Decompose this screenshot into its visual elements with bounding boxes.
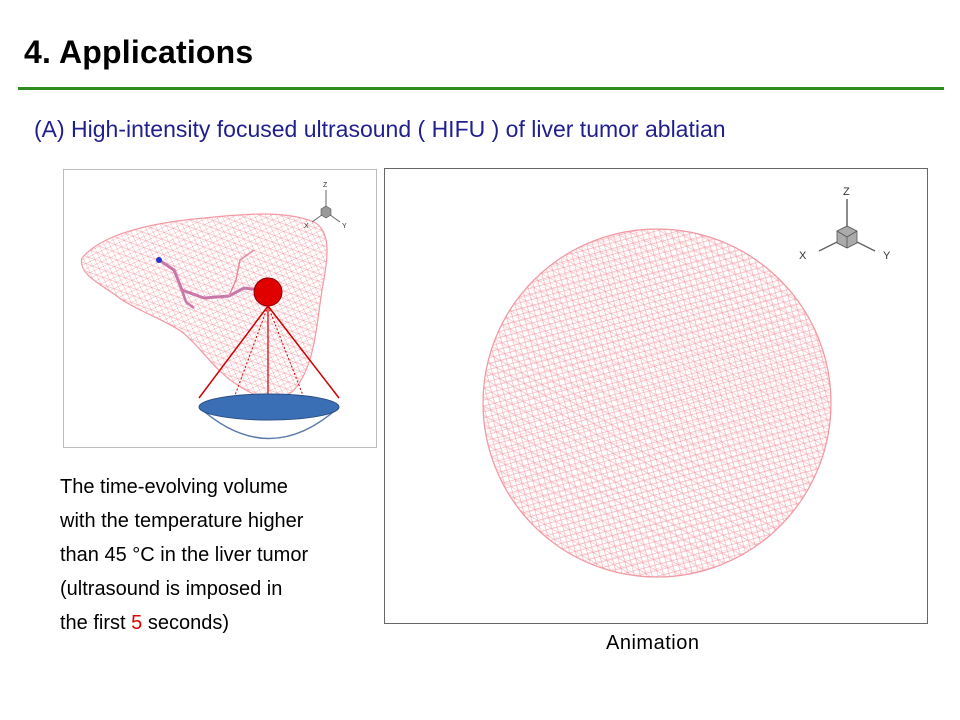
svg-text:Z: Z [323, 182, 328, 189]
svg-text:Z: Z [843, 186, 850, 198]
axis-triad-small: Z X Y [304, 182, 347, 230]
highlight-seconds: 5 [131, 612, 143, 634]
svg-text:X: X [304, 223, 309, 230]
tumor-sphere [253, 277, 283, 307]
liver-hifu-figure: Z X Y [63, 169, 377, 448]
liver-mesh [80, 213, 328, 400]
svg-text:X: X [799, 250, 807, 262]
animation-panel[interactable]: Z X Y [384, 168, 928, 624]
caption-line-5: the first 5 seconds) [60, 612, 229, 634]
slide-subtitle: (A) High-intensity focused ultrasound ( … [34, 116, 726, 142]
transducer-disk [198, 393, 340, 421]
axis-triad-large: Z X Y [799, 186, 891, 262]
title-divider [18, 87, 944, 90]
caption-line-2: with the temperature higher [60, 510, 304, 532]
svg-text:Y: Y [342, 223, 347, 230]
caption-line-3: than 45 °C in the liver tumor [60, 544, 309, 566]
animation-label: Animation [606, 632, 700, 654]
caption-line-4: (ultrasound is imposed in [60, 578, 283, 600]
figure-caption: The time-evolving volume with the temper… [60, 470, 308, 640]
caption-line-1: The time-evolving volume [60, 476, 288, 498]
vessel-point [156, 257, 162, 263]
svg-text:Y: Y [883, 250, 891, 262]
slide-title: 4. Applications [24, 34, 254, 70]
